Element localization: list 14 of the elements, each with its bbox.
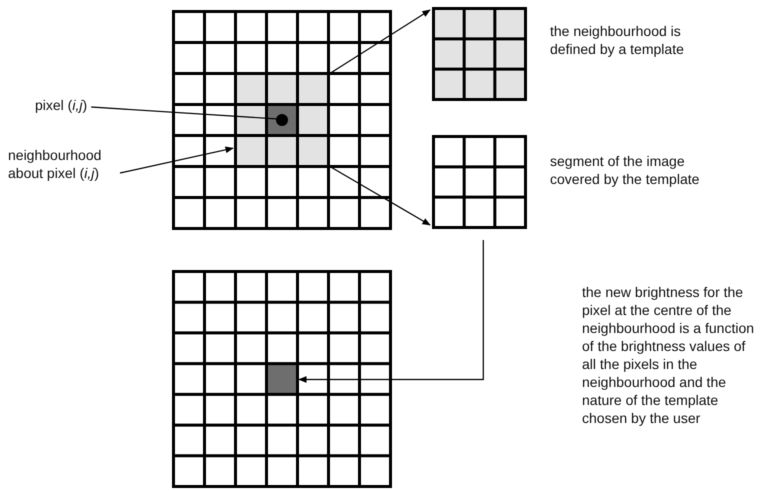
callout-text: pixel (i,j): [35, 96, 88, 114]
arrow: [328, 165, 431, 226]
note-text: the new brightness for the pixel at the centre of the neighbourhood is a function of the brightness values of all the pixels in the neighbourhood and the nature of the template chosen by the user: [582, 283, 756, 427]
pixel-grid: [432, 135, 527, 229]
caption-text: the neighbourhood is defined by a template: [550, 22, 685, 58]
leader-line: [91, 106, 278, 120]
arrow: [298, 240, 484, 383]
pixel-grid: [172, 270, 392, 488]
pixel-grid: [432, 7, 527, 101]
pixel-grid: [172, 10, 392, 230]
callout-text: neighbourhood about pixel (i,j): [8, 146, 116, 182]
caption-text: segment of the image covered by the template: [550, 152, 700, 188]
arrow: [120, 146, 234, 174]
arrow: [328, 10, 431, 74]
